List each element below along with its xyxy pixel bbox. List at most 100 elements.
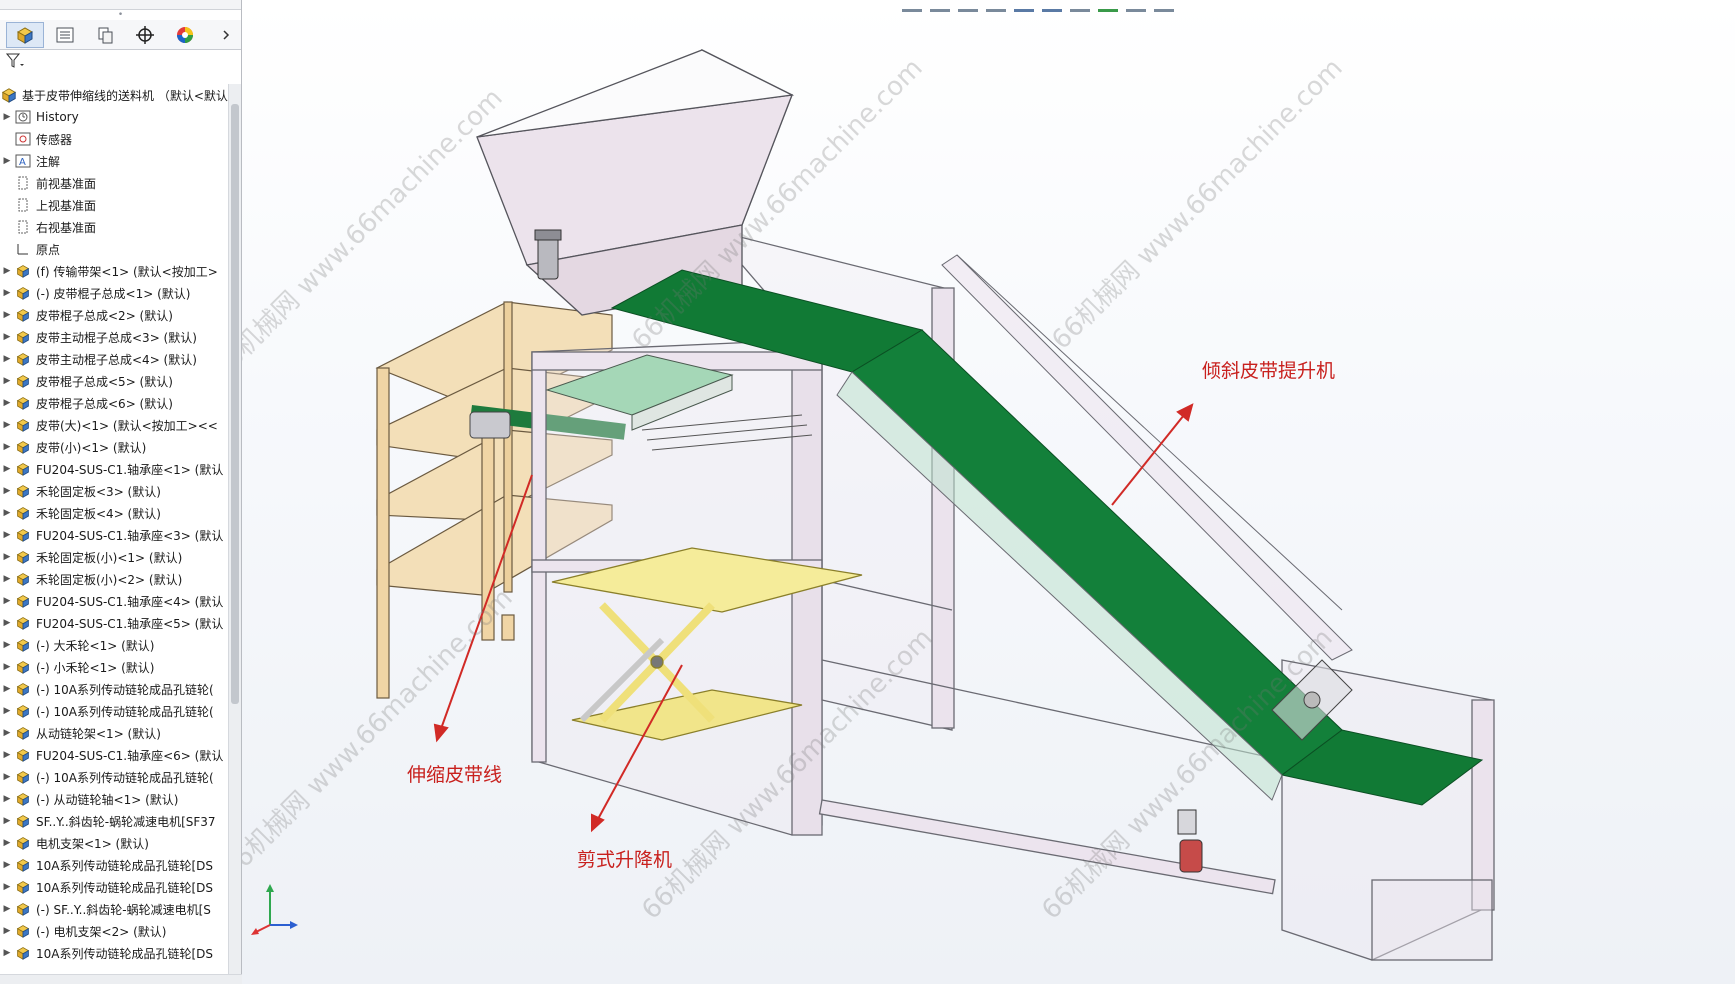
expand-arrow-icon[interactable]: ▶ bbox=[3, 706, 11, 716]
tree-item[interactable]: ▶皮带主动棍子总成<4> (默认) bbox=[0, 348, 228, 370]
zoom-to-fit-icon[interactable] bbox=[902, 0, 922, 12]
tree-item[interactable]: ▶(-) 10A系列传动链轮成品孔链轮( bbox=[0, 678, 228, 700]
expand-arrow-icon[interactable]: ▶ bbox=[3, 354, 11, 364]
tree-item[interactable]: ▶禾轮固定板<4> (默认) bbox=[0, 502, 228, 524]
expand-arrow-icon[interactable]: ▶ bbox=[3, 728, 11, 738]
expand-arrow-icon[interactable]: ▶ bbox=[3, 662, 11, 672]
zoom-area-icon[interactable] bbox=[930, 0, 950, 12]
tree-item[interactable]: ▶(-) 大禾轮<1> (默认) bbox=[0, 634, 228, 656]
tree-item[interactable]: ▶FU204-SUS-C1.轴承座<4> (默认 bbox=[0, 590, 228, 612]
tree-item[interactable]: 前视基准面 bbox=[0, 172, 228, 194]
view-settings-icon[interactable] bbox=[1154, 0, 1174, 12]
expand-arrow-icon[interactable]: ▶ bbox=[3, 464, 11, 474]
expand-arrow-icon[interactable]: ▶ bbox=[3, 838, 11, 848]
expand-arrow-icon[interactable]: ▶ bbox=[3, 794, 11, 804]
expand-arrow-icon[interactable]: ▶ bbox=[3, 860, 11, 870]
expand-arrow-icon[interactable]: ▶ bbox=[3, 376, 11, 386]
tree-item[interactable]: ▶FU204-SUS-C1.轴承座<5> (默认 bbox=[0, 612, 228, 634]
tree-item[interactable]: ▶FU204-SUS-C1.轴承座<3> (默认 bbox=[0, 524, 228, 546]
tree-item[interactable]: 原点 bbox=[0, 238, 228, 260]
expand-arrow-icon[interactable]: ▶ bbox=[3, 310, 11, 320]
tree-item[interactable]: ▶皮带棍子总成<2> (默认) bbox=[0, 304, 228, 326]
tree-item[interactable]: ▶皮带(小)<1> (默认) bbox=[0, 436, 228, 458]
tree-item[interactable]: ▶皮带主动棍子总成<3> (默认) bbox=[0, 326, 228, 348]
expand-arrow-icon[interactable]: ▶ bbox=[3, 552, 11, 562]
tree-item[interactable]: 右视基准面 bbox=[0, 216, 228, 238]
tree-item[interactable]: ▶(f) 传输带架<1> (默认<按加工> bbox=[0, 260, 228, 282]
tree-item[interactable]: ▶(-) 电机支架<2> (默认) bbox=[0, 920, 228, 942]
tree-root-assembly[interactable]: 基于皮带伸缩线的送料机 （默认<默认 bbox=[0, 84, 228, 106]
tree-item[interactable]: ▶禾轮固定板<3> (默认) bbox=[0, 480, 228, 502]
dimxpert-tab[interactable] bbox=[126, 22, 164, 48]
graphics-viewport[interactable]: 倾斜皮带提升机 伸缩皮带线 剪式升降机 66机械网 www.66machine.… bbox=[242, 0, 1735, 984]
expand-arrow-icon[interactable]: ▶ bbox=[3, 948, 11, 958]
scrollbar-thumb[interactable] bbox=[231, 104, 239, 704]
tree-item[interactable]: ▶(-) 从动链轮轴<1> (默认) bbox=[0, 788, 228, 810]
tree-item[interactable]: ▶(-) SF..Y..斜齿轮-蜗轮减速电机[S bbox=[0, 898, 228, 920]
origin-icon bbox=[14, 241, 32, 257]
expand-arrow-icon[interactable]: ▶ bbox=[3, 574, 11, 584]
tree-item[interactable]: ▶(-) 10A系列传动链轮成品孔链轮( bbox=[0, 766, 228, 788]
configuration-manager-tab[interactable] bbox=[86, 22, 124, 48]
filter-icon[interactable] bbox=[6, 52, 28, 70]
tree-item[interactable]: ▶(-) 皮带棍子总成<1> (默认) bbox=[0, 282, 228, 304]
tree-item[interactable]: ▶10A系列传动链轮成品孔链轮[DS bbox=[0, 942, 228, 964]
expand-arrow-icon[interactable]: ▶ bbox=[3, 750, 11, 760]
expand-arrow-icon[interactable]: ▶ bbox=[3, 332, 11, 342]
expand-arrow-icon[interactable]: ▶ bbox=[3, 618, 11, 628]
tree-vertical-scrollbar[interactable] bbox=[228, 84, 241, 974]
tree-item[interactable]: ▶History bbox=[0, 106, 228, 128]
tree-item-label: FU204-SUS-C1.轴承座<1> (默认 bbox=[36, 462, 224, 477]
tree-item[interactable]: ▶ FU204-SUS-C1.轴承座<1> (默认 bbox=[0, 458, 228, 480]
tree-item[interactable]: ▶皮带棍子总成<6> (默认) bbox=[0, 392, 228, 414]
tree-item[interactable]: ▶电机支架<1> (默认) bbox=[0, 832, 228, 854]
expand-arrow-icon[interactable]: ▶ bbox=[3, 596, 11, 606]
view-orientation-icon[interactable] bbox=[1014, 0, 1034, 12]
tree-item[interactable]: ▶10A系列传动链轮成品孔链轮[DS bbox=[0, 854, 228, 876]
tree-item[interactable]: 上视基准面 bbox=[0, 194, 228, 216]
expand-arrow-icon[interactable]: ▶ bbox=[3, 530, 11, 540]
tree-item[interactable]: ▶(-) 小禾轮<1> (默认) bbox=[0, 656, 228, 678]
expand-arrow-icon[interactable]: ▶ bbox=[3, 288, 11, 298]
expand-arrow-icon[interactable]: ▶ bbox=[3, 266, 11, 276]
expand-arrow-icon[interactable]: ▶ bbox=[3, 420, 11, 430]
display-style-icon[interactable] bbox=[1042, 0, 1062, 12]
tree-item[interactable]: ▶禾轮固定板(小)<2> (默认) bbox=[0, 568, 228, 590]
feeder-machine-model[interactable] bbox=[242, 0, 1735, 984]
previous-view-icon[interactable] bbox=[958, 0, 978, 12]
edit-appearance-icon[interactable] bbox=[1098, 0, 1118, 12]
display-manager-tab[interactable] bbox=[166, 22, 204, 48]
tree-item[interactable]: 传感器 bbox=[0, 128, 228, 150]
expand-arrow-icon[interactable]: ▶ bbox=[3, 398, 11, 408]
panel-grip[interactable]: • bbox=[117, 10, 124, 20]
section-view-icon[interactable] bbox=[986, 0, 1006, 12]
expand-arrow-icon[interactable]: ▶ bbox=[3, 486, 11, 496]
tree-item[interactable]: ▶(-) 10A系列传动链轮成品孔链轮( bbox=[0, 700, 228, 722]
sensor-icon bbox=[14, 131, 32, 147]
expand-arrow-icon[interactable]: ▶ bbox=[3, 904, 11, 914]
more-tabs-chevron-icon[interactable] bbox=[215, 22, 237, 48]
tree-item[interactable]: ▶10A系列传动链轮成品孔链轮[DS bbox=[0, 876, 228, 898]
tree-item[interactable]: ▶FU204-SUS-C1.轴承座<6> (默认 bbox=[0, 744, 228, 766]
expand-arrow-icon[interactable]: ▶ bbox=[3, 926, 11, 936]
expand-arrow-icon[interactable]: ▶ bbox=[3, 156, 11, 166]
property-manager-tab[interactable] bbox=[46, 22, 84, 48]
tree-item[interactable]: ▶从动链轮架<1> (默认) bbox=[0, 722, 228, 744]
expand-arrow-icon[interactable]: ▶ bbox=[3, 640, 11, 650]
expand-arrow-icon[interactable]: ▶ bbox=[3, 684, 11, 694]
hide-show-icon[interactable] bbox=[1070, 0, 1090, 12]
tree-item[interactable]: ▶皮带棍子总成<5> (默认) bbox=[0, 370, 228, 392]
feature-manager-tab[interactable] bbox=[6, 21, 44, 48]
expand-arrow-icon[interactable]: ▶ bbox=[3, 442, 11, 452]
expand-arrow-icon[interactable]: ▶ bbox=[3, 882, 11, 892]
tree-item[interactable]: ▶禾轮固定板(小)<1> (默认) bbox=[0, 546, 228, 568]
expand-arrow-icon[interactable]: ▶ bbox=[3, 772, 11, 782]
tree-item[interactable]: ▶SF..Y..斜齿轮-蜗轮减速电机[SF37 bbox=[0, 810, 228, 832]
tree-item[interactable]: ▶皮带(大)<1> (默认<按加工><< bbox=[0, 414, 228, 436]
apply-scene-icon[interactable] bbox=[1126, 0, 1146, 12]
expand-arrow-icon[interactable]: ▶ bbox=[3, 112, 11, 122]
expand-arrow-icon[interactable]: ▶ bbox=[3, 508, 11, 518]
tree-horizontal-scrollbar[interactable] bbox=[0, 974, 242, 984]
expand-arrow-icon[interactable]: ▶ bbox=[3, 816, 11, 826]
